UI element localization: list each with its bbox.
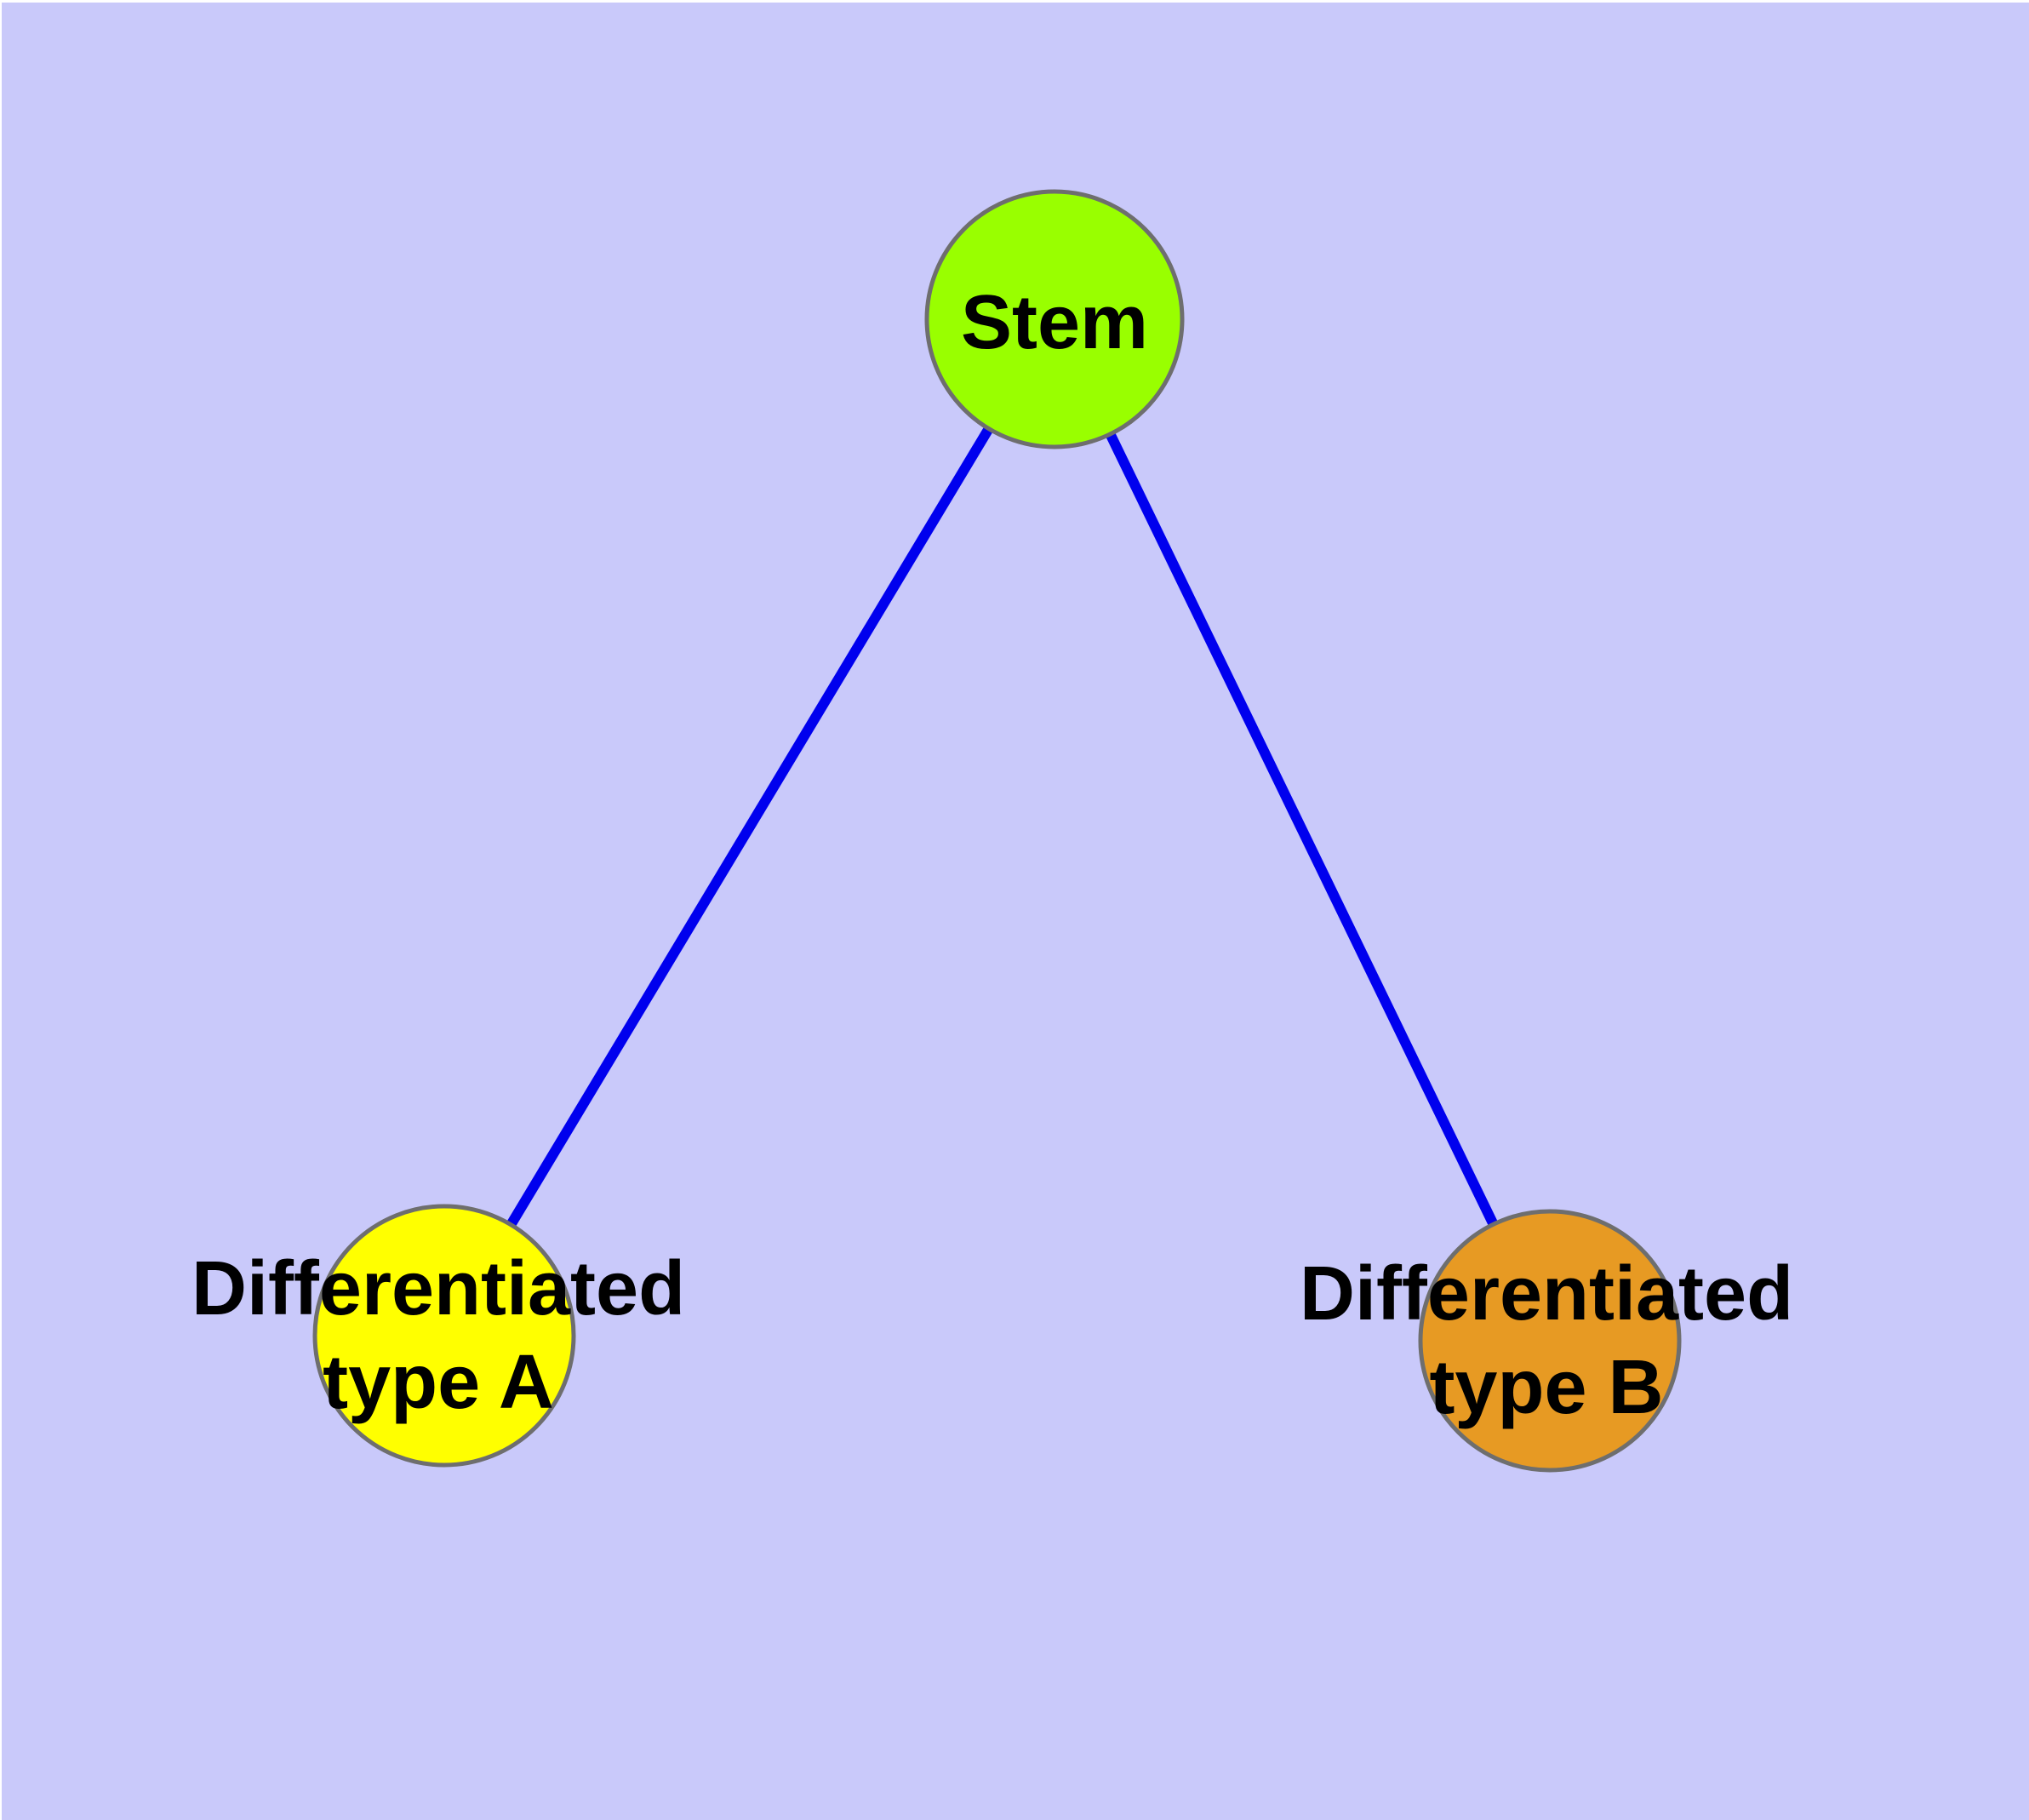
node-type-a-label: Differentiated type A: [191, 1242, 685, 1429]
diagram-canvas: Stem Differentiated type A Differentiate…: [2, 3, 2029, 1820]
node-stem-label-text: Stem: [960, 280, 1149, 365]
node-type-b-circle: [1418, 1209, 1682, 1473]
node-type-a-circle: [312, 1204, 576, 1468]
node-type-b-label: Differentiated type B: [1300, 1247, 1793, 1434]
edge-stem-to-type-b: [1049, 317, 1555, 1343]
node-type-b-label-line1: Differentiated: [1299, 1251, 1794, 1336]
node-type-a-label-line2: type A: [323, 1340, 554, 1425]
node-stem-circle: [924, 189, 1185, 449]
graph-svg: [312, 189, 1682, 1473]
node-type-b-label-line2: type B: [1429, 1345, 1664, 1430]
node-stem-label: Stem: [961, 276, 1148, 369]
edge-stem-to-type-a: [439, 316, 1060, 1339]
node-type-a-label-line1: Differentiated: [191, 1246, 686, 1331]
